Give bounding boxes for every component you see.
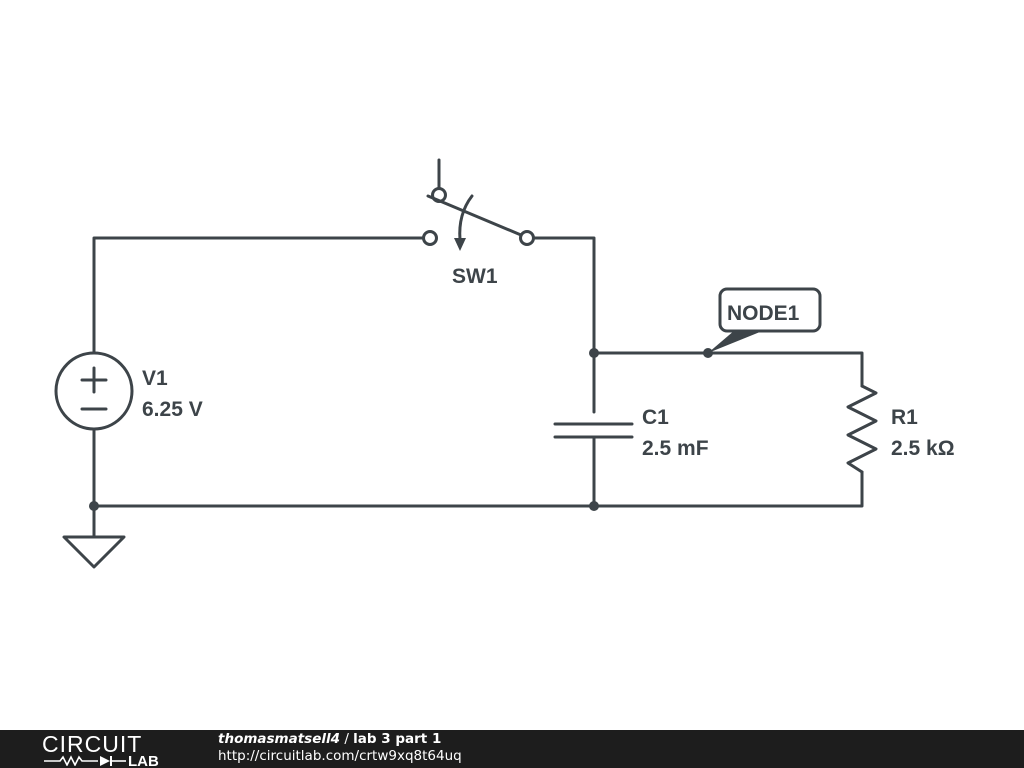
circuit-schematic: SW1 V1 6.25 V C1 2.5 mF R1 2.5 kΩ NODE1 xyxy=(54,158,955,569)
switch-lever xyxy=(426,194,523,237)
resistor-value-label: 2.5 kΩ xyxy=(891,437,955,460)
switch-terminal-left xyxy=(422,230,438,246)
title-separator: / xyxy=(340,731,354,747)
junction-dot xyxy=(589,348,599,358)
logo-resistor-icon xyxy=(44,755,98,766)
resistor-r1-zigzag xyxy=(846,384,878,474)
source-name-label: V1 xyxy=(142,367,168,390)
circuit-url-link[interactable]: http://circuitlab.com/crtw9xq8t64uq xyxy=(218,748,462,764)
wire-top-left xyxy=(92,236,425,355)
voltage-source-v1 xyxy=(54,351,134,431)
circuit-title: lab 3 part 1 xyxy=(353,731,442,747)
node-label-pointer xyxy=(708,330,765,353)
capacitor-name-label: C1 xyxy=(642,406,669,429)
node-label-text: NODE1 xyxy=(727,302,800,325)
resistor-name-label: R1 xyxy=(891,406,918,429)
node-label-box xyxy=(718,287,822,333)
capacitor-c1 xyxy=(553,422,634,439)
source-circle xyxy=(54,351,134,431)
switch-pivot xyxy=(431,187,447,203)
wire-top-right xyxy=(532,236,596,414)
wire-resistor-bottom xyxy=(92,428,864,508)
capacitor-value-label: 2.5 mF xyxy=(642,437,709,460)
footer-info: thomasmatsell4 / lab 3 part 1 http://cir… xyxy=(218,731,462,765)
logo-text-bottom: LAB xyxy=(128,753,159,766)
author-link[interactable]: thomasmatsell4 xyxy=(218,731,341,747)
wire-node1 xyxy=(592,351,864,388)
ground-icon xyxy=(62,535,126,569)
footer-title-line: thomasmatsell4 / lab 3 part 1 xyxy=(218,731,462,748)
switch-sw1 xyxy=(422,158,535,251)
source-value-label: 6.25 V xyxy=(142,398,203,421)
node-label-flag xyxy=(708,287,822,353)
switch-arrow-arc xyxy=(458,194,474,242)
wires xyxy=(92,236,864,539)
circuitlab-logo[interactable]: CIRCUIT LAB xyxy=(42,732,177,766)
logo-text-top: CIRCUIT xyxy=(42,732,142,757)
logo-diode-icon xyxy=(100,756,110,766)
switch-arrow-head xyxy=(454,238,466,251)
footer-bar: CIRCUIT LAB thomasmatsell4 / lab 3 part … xyxy=(0,730,1024,768)
junction-dot xyxy=(589,501,599,511)
switch-label: SW1 xyxy=(452,265,498,288)
junction-dot xyxy=(89,501,99,511)
switch-terminal-right xyxy=(519,230,535,246)
